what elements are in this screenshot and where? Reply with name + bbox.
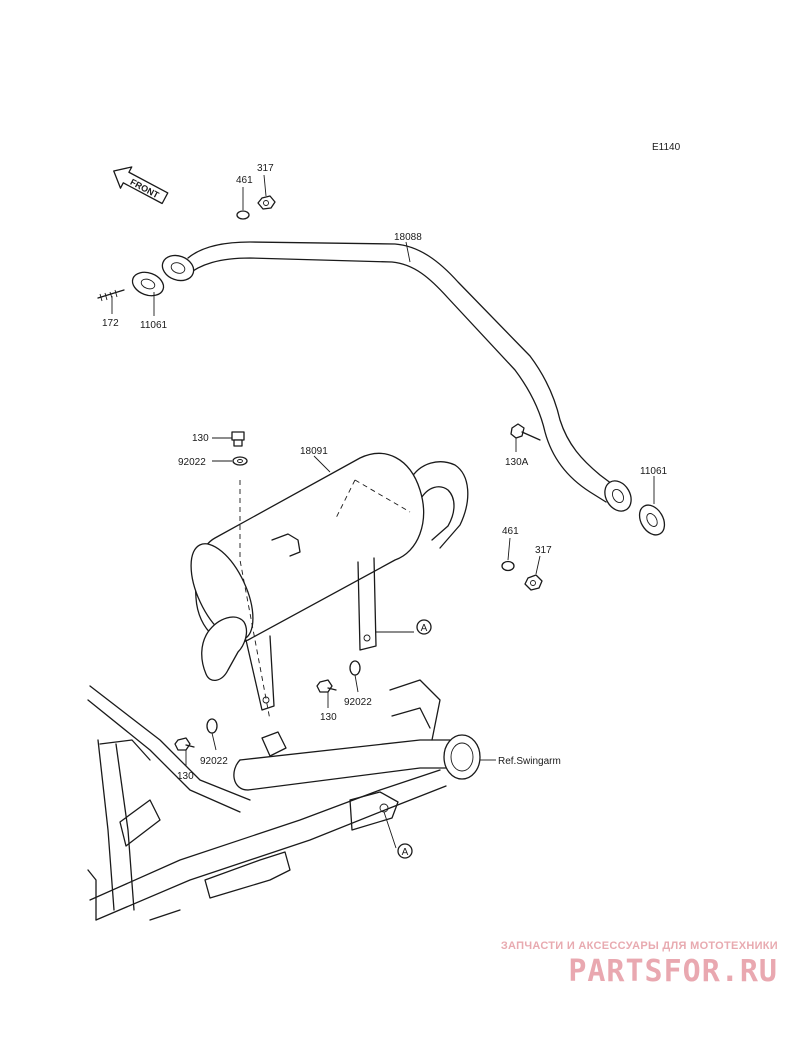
callout-18088: 18088: [394, 232, 422, 243]
frame-swingarm: [87, 679, 481, 921]
bolt-130A: [510, 423, 541, 441]
washer-92022-low: [206, 718, 218, 734]
callout-18091: 18091: [300, 446, 328, 457]
gasket-11061-left: [131, 271, 165, 297]
washer-461-right: [501, 560, 515, 572]
callout-317-right: 317: [535, 545, 552, 556]
callout-130-mid: 130: [320, 712, 337, 723]
ref-A-lower-marker: A: [397, 843, 413, 859]
bolt-130-low: [174, 737, 195, 751]
exhaust-pipe-18088: [161, 241, 632, 512]
callout-ref-swingarm: Ref.Swingarm: [498, 756, 561, 767]
callout-92022-top: 92022: [178, 457, 206, 468]
callout-92022-mid: 92022: [344, 697, 372, 708]
washer-92022-mid: [349, 660, 361, 676]
front-arrow: FRONT: [113, 166, 169, 205]
nut-317-right: [524, 574, 543, 591]
callout-461-top: 461: [236, 175, 253, 186]
washer-461-top: [236, 210, 250, 220]
watermark: ЗАПЧАСТИ И АКСЕССУАРЫ ДЛЯ МОТОТЕХНИКИ PA…: [501, 940, 778, 989]
callout-130A: 130A: [505, 457, 529, 468]
ref-A-upper-marker: A: [416, 619, 432, 635]
callout-11061-right: 11061: [640, 466, 668, 477]
callout-461-right: 461: [502, 526, 519, 537]
bolt-130-mid: [316, 679, 337, 693]
nut-317-top: [257, 195, 276, 210]
gasket-11061-right: [638, 504, 666, 536]
watermark-logo: PARTSFOR.RU: [568, 954, 778, 989]
watermark-tagline: ЗАПЧАСТИ И АКСЕССУАРЫ ДЛЯ МОТОТЕХНИКИ: [500, 940, 778, 952]
callout-172: 172: [102, 318, 119, 329]
bolt-130-top: [231, 431, 245, 447]
callout-11061-left: 11061: [140, 320, 168, 331]
ref-A-upper-label: A: [421, 623, 428, 634]
washer-92022-top: [232, 456, 248, 466]
stud-172: [97, 289, 125, 302]
callout-130-top: 130: [192, 433, 209, 444]
callout-92022-low: 92022: [200, 756, 228, 767]
callout-317-top: 317: [257, 163, 274, 174]
callout-130-low: 130: [177, 771, 194, 782]
ref-A-lower-label: A: [402, 847, 409, 858]
diagram-code: E1140: [652, 142, 681, 153]
leader-lines: [111, 174, 655, 849]
muffler-18091: [190, 452, 469, 721]
